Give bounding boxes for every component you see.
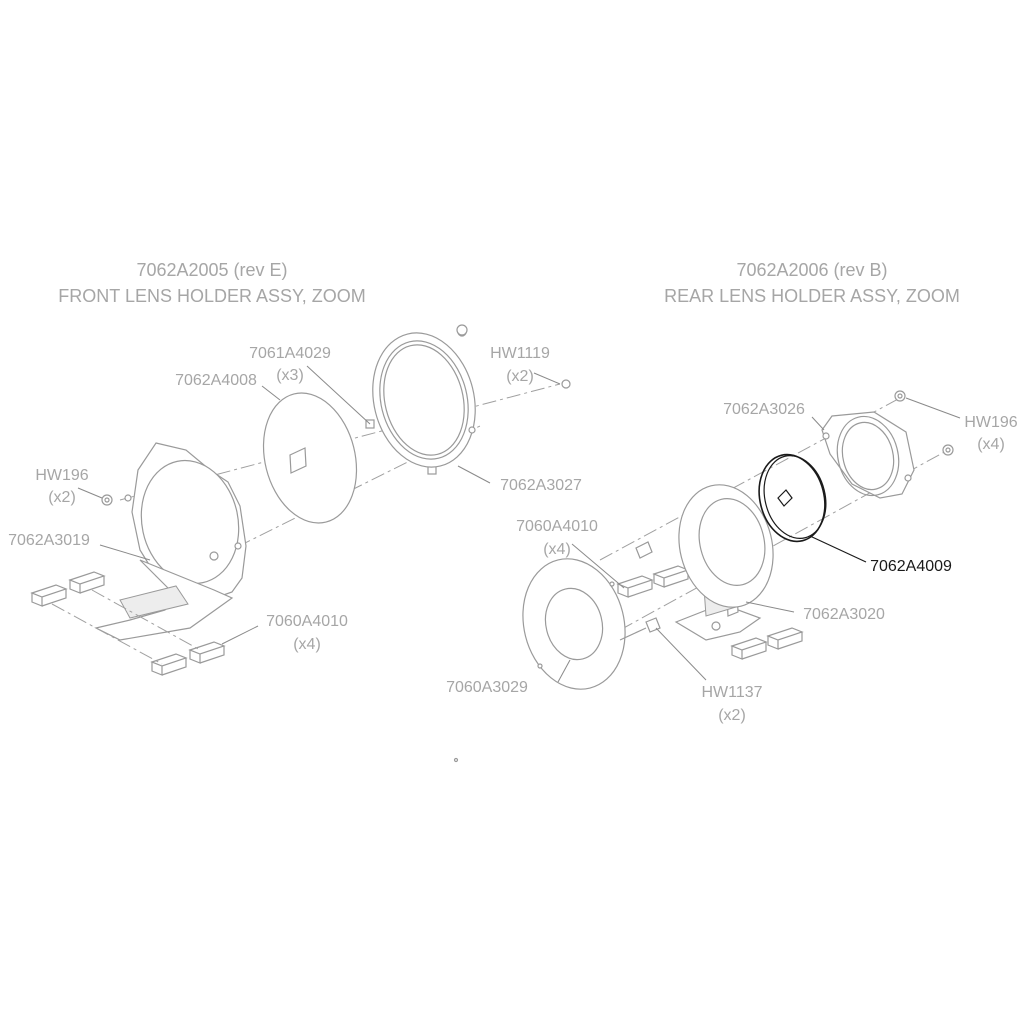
label-7062A4009: 7062A4009 (870, 558, 952, 575)
label-rear-hw196: HW196 (964, 414, 1017, 431)
leader-7062A3019 (99, 544, 151, 561)
label-7062A3027: 7062A3027 (500, 477, 582, 494)
rear-standoffs-hw1137 (619, 541, 661, 641)
rear-assembly-title-line1: 7062A2006 (rev B) (736, 260, 887, 280)
label-7061A4029: 7061A4029 (249, 345, 331, 362)
front-ring-7062A3027 (372, 327, 476, 468)
rear-cover-7062A3026 (821, 411, 915, 499)
label-hw1119: HW1119 (490, 345, 550, 362)
leader-rear-hw196 (905, 397, 961, 419)
leader-7062A4009 (809, 535, 867, 563)
front-bracket-7062A3019 (94, 442, 247, 641)
leader-7062A3027 (457, 465, 491, 484)
label-hw1119-qty: (x2) (506, 368, 534, 385)
label-front-7060A4010: 7060A4010 (266, 613, 348, 630)
leader-front-hw196 (77, 487, 103, 499)
leader-7062A4008 (261, 385, 281, 401)
front-assembly: 7062A2005 (rev E) FRONT LENS HOLDER ASSY… (8, 260, 582, 676)
stray-dot-mark (453, 757, 459, 763)
label-7060A3029: 7060A3029 (446, 679, 528, 696)
label-7062A3019: 7062A3019 (8, 532, 90, 549)
leader-rear-7060A4010 (571, 543, 625, 589)
leader-7061A4029 (306, 365, 371, 425)
leader-7060A3029 (557, 659, 571, 683)
leader-7062A3020 (745, 601, 795, 613)
rear-window-7062A4009 (758, 453, 827, 543)
front-window-7062A4008 (262, 392, 358, 524)
front-screws-hw1119 (456, 324, 571, 389)
label-7062A3020: 7062A3020 (803, 606, 885, 623)
leader-hw1119 (533, 372, 561, 385)
leader-front-7060A4010 (221, 625, 259, 645)
rear-feet-7060A4010 (616, 565, 804, 660)
label-rear-7060A4010-qty: (x4) (543, 541, 571, 558)
leader-hw1137 (655, 627, 707, 681)
rear-assembly: 7062A2006 (rev B) REAR LENS HOLDER ASSY,… (446, 260, 1018, 724)
front-assembly-title-line2: FRONT LENS HOLDER ASSY, ZOOM (58, 286, 365, 306)
label-hw1137-qty: (x2) (718, 707, 746, 724)
label-front-7060A4010-qty: (x4) (293, 636, 321, 653)
label-rear-hw196-qty: (x4) (977, 436, 1005, 453)
label-front-hw196: HW196 (35, 467, 88, 484)
label-hw1137: HW1137 (701, 684, 762, 701)
front-assembly-title-line1: 7062A2005 (rev E) (136, 260, 287, 280)
rear-assembly-title-line2: REAR LENS HOLDER ASSY, ZOOM (664, 286, 960, 306)
label-front-hw196-qty: (x2) (48, 489, 76, 506)
rear-nuts-hw196 (894, 390, 954, 456)
rear-lens-holder-ring (678, 484, 774, 608)
front-nut-hw196 (101, 494, 113, 506)
label-rear-7060A4010: 7060A4010 (516, 518, 598, 535)
front-feet-7060A4010 (30, 571, 226, 676)
label-7061A4029-qty: (x3) (276, 367, 304, 384)
rear-flange-7060A3029 (522, 558, 626, 690)
label-7062A3026: 7062A3026 (723, 401, 805, 418)
leader-7062A3026 (811, 416, 825, 431)
label-7062A4008: 7062A4008 (175, 372, 257, 389)
